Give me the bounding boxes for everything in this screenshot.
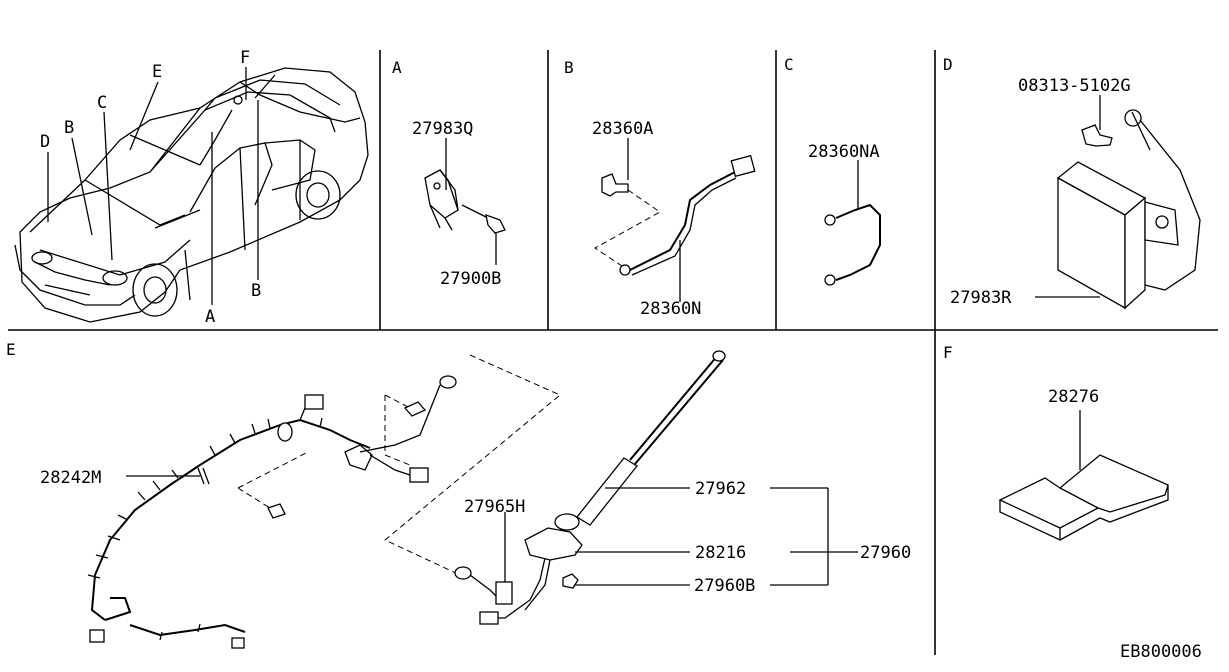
ground-strap-drawing: [594, 138, 756, 302]
ground-wire-drawing: [824, 160, 881, 286]
part-27960-label: 27960: [860, 543, 911, 563]
callout-b-right: B: [251, 281, 261, 301]
callout-c: C: [97, 93, 107, 113]
panel-frame: [8, 50, 1218, 655]
part-27900B-label: 27900B: [440, 269, 501, 289]
amplifier-unit-drawing: [1035, 95, 1201, 310]
diagram-code: EB800006: [1120, 642, 1202, 662]
part-27983R-label: 27983R: [950, 288, 1012, 308]
part-28242M-label: 28242M: [40, 468, 101, 488]
part-27960B-label: 27960B: [694, 576, 755, 596]
part-27983Q-label: 27983Q: [412, 119, 473, 139]
part-27962-label: 27962: [695, 479, 746, 499]
section-label-f: F: [943, 343, 953, 362]
car-overview-drawing: [14, 67, 369, 323]
rod-antenna-drawing: [454, 350, 858, 625]
part-28360A-label: 28360A: [592, 119, 653, 139]
antenna-harness-drawing: [87, 354, 561, 649]
part-08313-5102G-label: 08313-5102G: [1018, 76, 1131, 96]
callout-f: F: [240, 48, 250, 68]
callout-b-left: B: [64, 118, 74, 138]
part-28276-label: 28276: [1048, 387, 1099, 407]
callout-e: E: [152, 62, 162, 82]
part-28360N-label: 28360N: [640, 299, 701, 319]
section-label-a: A: [392, 58, 402, 77]
noise-suppressor-drawing: [424, 138, 506, 265]
part-27965H-label: 27965H: [464, 497, 525, 517]
section-label-d: D: [943, 55, 953, 74]
part-28216-label: 28216: [695, 543, 746, 563]
part-28360NA-label: 28360NA: [808, 142, 880, 162]
callout-d: D: [40, 132, 50, 152]
callout-a: A: [205, 307, 215, 327]
section-label-b: B: [564, 58, 574, 77]
section-label-e: E: [6, 340, 16, 359]
section-label-c: C: [784, 55, 794, 74]
antenna-pad-drawing: [998, 410, 1169, 542]
